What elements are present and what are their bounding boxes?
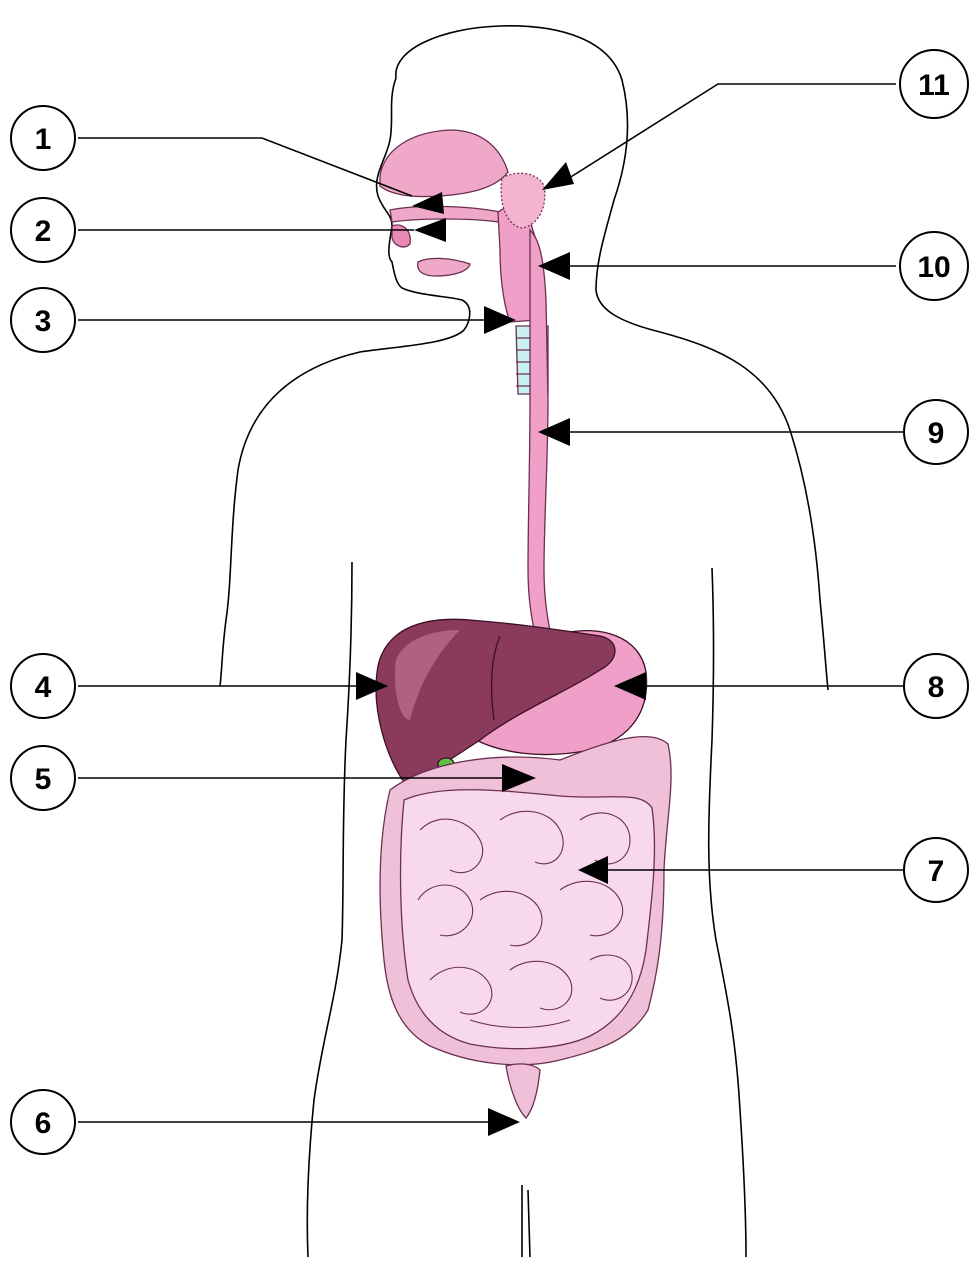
callout-number: 7 [928, 855, 945, 888]
callout-4: 4 [11, 654, 75, 718]
head-outline [396, 26, 828, 690]
rectum [506, 1064, 540, 1118]
callout-number: 3 [35, 305, 52, 338]
callout-number: 5 [35, 763, 52, 796]
leg-gap-line-2 [528, 1190, 530, 1257]
callout-number: 6 [35, 1107, 52, 1140]
callout-11: 11 [900, 50, 968, 118]
mouth-region [380, 130, 545, 322]
callout-number: 2 [35, 215, 52, 248]
callout-number: 10 [917, 251, 950, 284]
callout-1: 1 [11, 106, 75, 170]
arrowhead-11 [542, 162, 574, 190]
callout-10: 10 [900, 232, 968, 300]
callout-6: 6 [11, 1090, 75, 1154]
lips-upper [392, 225, 410, 247]
callout-7: 7 [904, 838, 968, 902]
callout-number: 9 [928, 417, 945, 450]
tongue [418, 258, 470, 276]
callout-8: 8 [904, 654, 968, 718]
callout-number: 4 [35, 671, 52, 704]
callout-number: 11 [918, 69, 950, 102]
callout-3: 3 [11, 288, 75, 352]
arrowhead-2 [414, 218, 446, 242]
small-intestine [401, 790, 655, 1049]
callout-2: 2 [11, 198, 75, 262]
leader-1 [78, 138, 412, 196]
nasal-cavity [380, 130, 508, 197]
callout-number: 8 [928, 671, 945, 704]
callout-5: 5 [11, 746, 75, 810]
right-torso-line [709, 568, 746, 1257]
callout-number: 1 [35, 123, 52, 156]
intestines-group [380, 737, 671, 1118]
leader-11 [566, 84, 896, 180]
callout-9: 9 [904, 400, 968, 464]
arrowhead-6 [488, 1108, 520, 1136]
left-torso-line [307, 562, 352, 1257]
